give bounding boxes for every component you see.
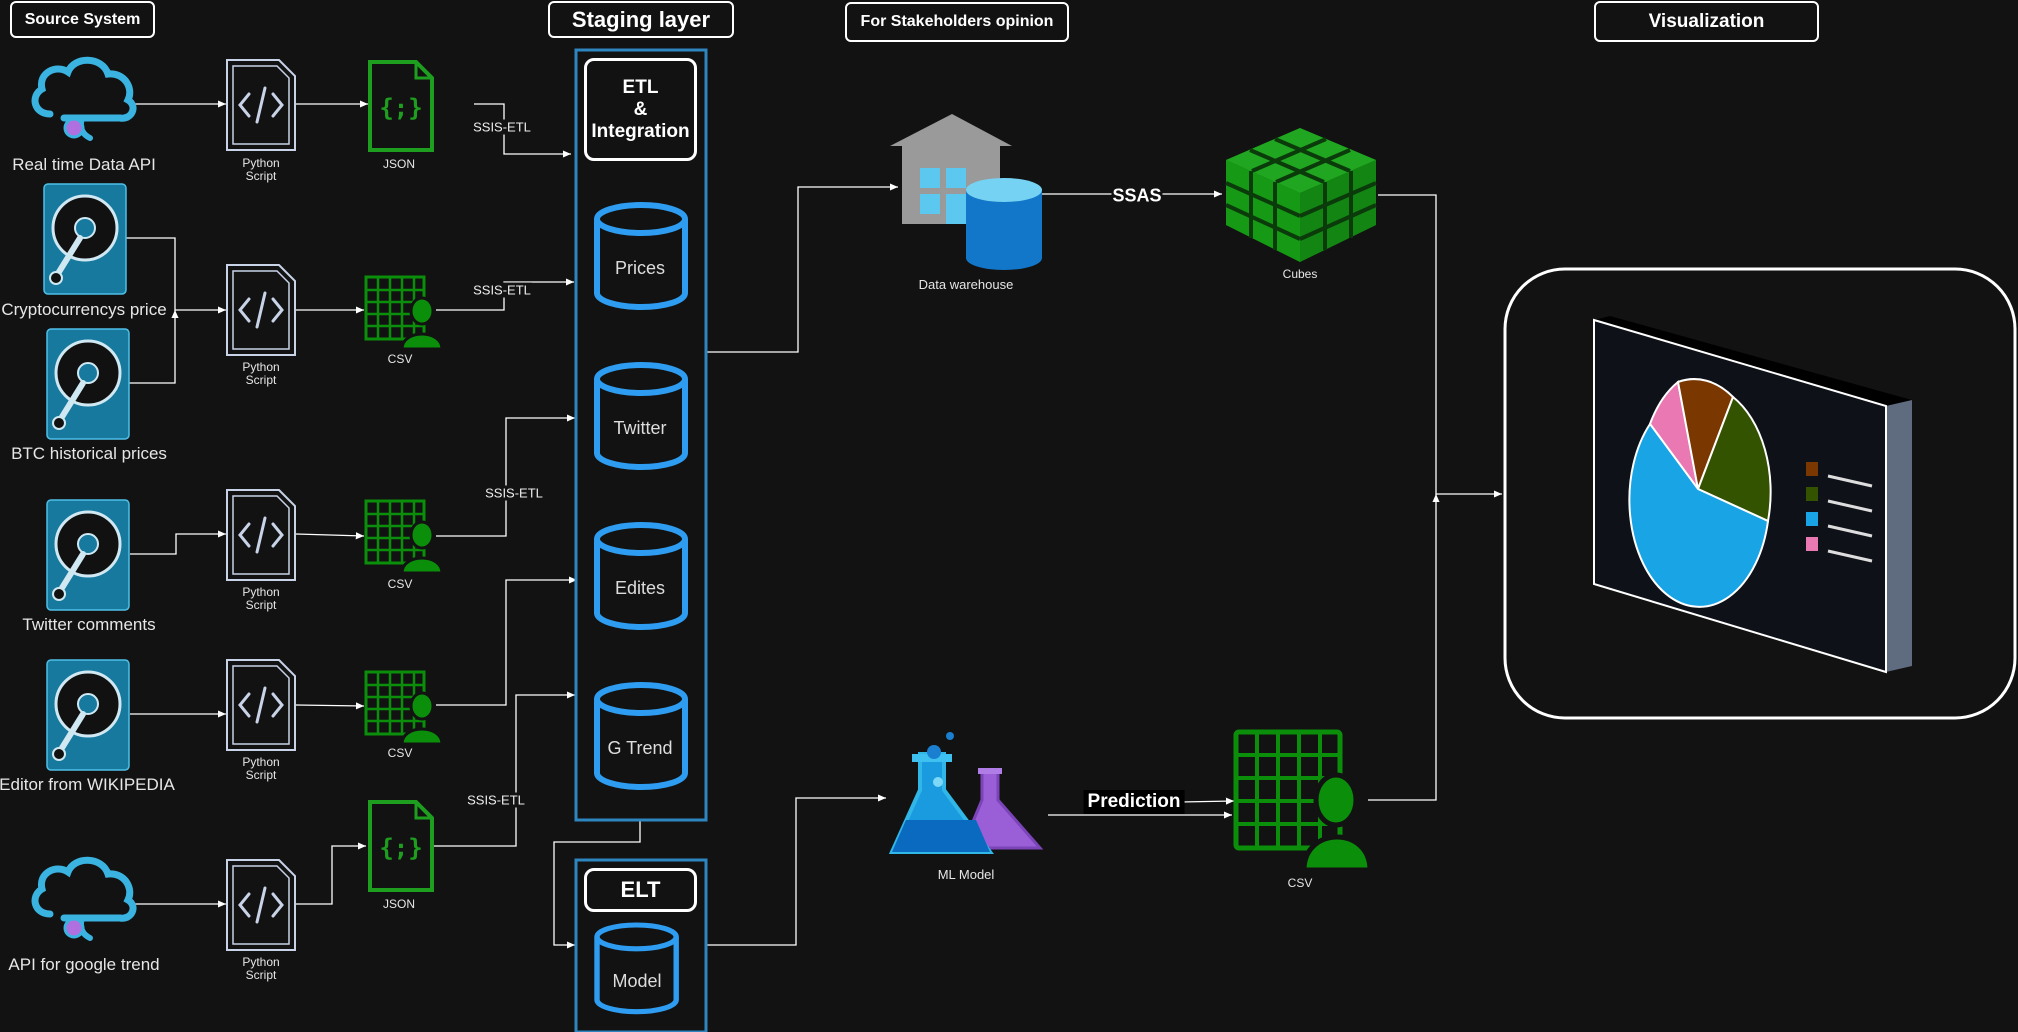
edites-table-label: Edites — [614, 578, 666, 598]
data-warehouse-label: Data warehouse — [918, 277, 1014, 292]
btc-history-label: BTC historical prices — [11, 444, 167, 463]
gtrend-table-label: G Trend — [607, 738, 673, 758]
monitor-pie-chart-icon — [1593, 316, 1912, 674]
csv-user-icon — [364, 499, 444, 575]
twitter-comments-label: Twitter comments — [22, 615, 156, 634]
csv-label: CSV — [387, 746, 413, 760]
visualization-header: Visualization — [1594, 1, 1819, 42]
twitter-table-label: Twitter — [613, 418, 667, 438]
prices-table-icon — [597, 205, 685, 307]
google-trend-api-label: API for google trend — [8, 955, 160, 974]
twitter-disk-icon — [47, 500, 129, 610]
edites-table-icon — [597, 525, 685, 627]
ssas-label: SSAS — [1111, 185, 1163, 207]
staging-container — [574, 48, 708, 822]
visualization-frame — [1503, 267, 2017, 720]
ssis-etl-label: SSIS-ETL — [472, 119, 532, 135]
etl-integration-box: ETL & Integration — [584, 58, 697, 161]
wikipedia-disk-icon — [47, 660, 129, 770]
ssis-etl-label: SSIS-ETL — [484, 485, 544, 501]
python-script-icon — [225, 658, 297, 752]
python-script-icon — [225, 858, 297, 952]
staging-layer-header: Staging layer — [548, 1, 734, 38]
json-label: JSON — [382, 157, 416, 171]
etl-integration-title: ETL & Integration — [591, 76, 690, 142]
prediction-label: Prediction — [1083, 790, 1185, 814]
python-script-icon — [225, 488, 297, 582]
csv-output-label: CSV — [1287, 876, 1313, 890]
csv-user-icon — [364, 670, 444, 746]
ml-model-label: ML Model — [937, 867, 995, 882]
csv-label: CSV — [387, 352, 413, 366]
python-script-icon — [225, 58, 297, 152]
ssis-etl-label: SSIS-ETL — [466, 792, 526, 808]
elt-container — [574, 858, 708, 1032]
connectors — [126, 100, 1502, 949]
cube-icon — [1225, 128, 1377, 262]
prices-table-label: Prices — [614, 258, 666, 278]
cubes-label: Cubes — [1282, 267, 1318, 281]
data-warehouse-icon — [890, 114, 1042, 270]
crypto-price-label: Cryptocurrencys price — [1, 300, 167, 319]
twitter-table-icon — [597, 365, 685, 467]
model-table-icon — [597, 925, 676, 1012]
csv-user-icon-large — [1233, 729, 1373, 873]
json-file-icon — [368, 800, 434, 892]
wikipedia-editor-label: Editor from WIKIPEDIA — [0, 775, 175, 794]
python-script-icon — [225, 263, 297, 357]
ml-flask-icon — [888, 732, 1044, 854]
source-system-header: Source System — [10, 1, 155, 38]
btc-disk-icon — [47, 329, 129, 439]
json-file-icon — [368, 60, 434, 152]
crypto-disk-icon — [44, 184, 126, 294]
elt-box: ELT — [584, 868, 697, 912]
ssis-etl-label: SSIS-ETL — [472, 282, 532, 298]
realtime-api-label: Real time Data API — [12, 155, 156, 174]
model-table-label: Model — [612, 971, 662, 991]
csv-user-icon — [364, 275, 444, 351]
json-label: JSON — [382, 897, 416, 911]
google-trend-cloud-api-icon — [35, 860, 133, 938]
stakeholders-header: For Stakeholders opinion — [845, 2, 1069, 42]
csv-label: CSV — [387, 577, 413, 591]
gtrend-table-icon — [597, 685, 685, 787]
realtime-cloud-api-icon — [35, 60, 133, 138]
